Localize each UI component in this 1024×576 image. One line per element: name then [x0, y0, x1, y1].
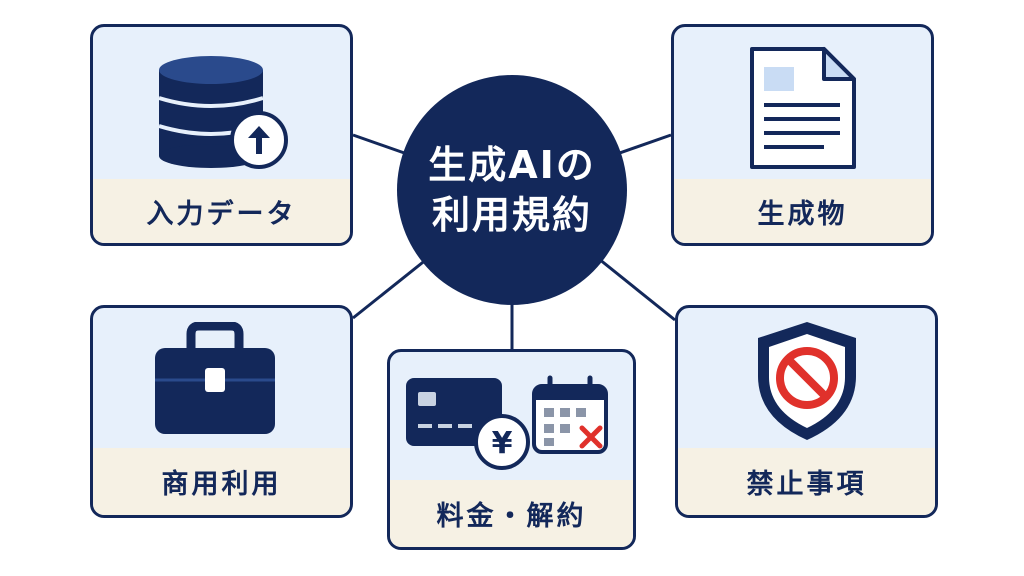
card-label: 生成物 — [757, 198, 848, 230]
database-upload-icon — [158, 56, 288, 169]
card-label: 入力データ — [146, 198, 297, 230]
card-label: 禁止事項 — [746, 469, 867, 500]
calendar-cancel-icon — [532, 375, 608, 454]
document-icon — [750, 47, 856, 169]
card-label: 料金・解約 — [436, 501, 587, 532]
card-output[interactable]: 生成物 — [671, 24, 934, 246]
briefcase-icon — [155, 322, 275, 434]
hub-title-line-1: 生成AIの — [428, 143, 596, 187]
card-prohibited[interactable]: 禁止事項 — [675, 305, 938, 518]
central-hub-title: 生成AIの 利用規約 — [397, 75, 627, 305]
card-label: 商用利用 — [161, 469, 282, 500]
credit-card-icon: ¥ — [406, 378, 530, 470]
card-commercial-use[interactable]: 商用利用 — [90, 305, 353, 518]
hub-title-line-2: 利用規約 — [431, 193, 592, 237]
card-fees-cancellation[interactable]: ¥ 料金・解約 — [387, 349, 636, 550]
connector-prohibited — [593, 253, 676, 322]
prohibited-shield-icon — [758, 322, 856, 440]
yen-symbol: ¥ — [492, 426, 513, 461]
card-input-data[interactable]: 入力データ — [90, 24, 353, 246]
connector-commercial — [352, 253, 433, 320]
